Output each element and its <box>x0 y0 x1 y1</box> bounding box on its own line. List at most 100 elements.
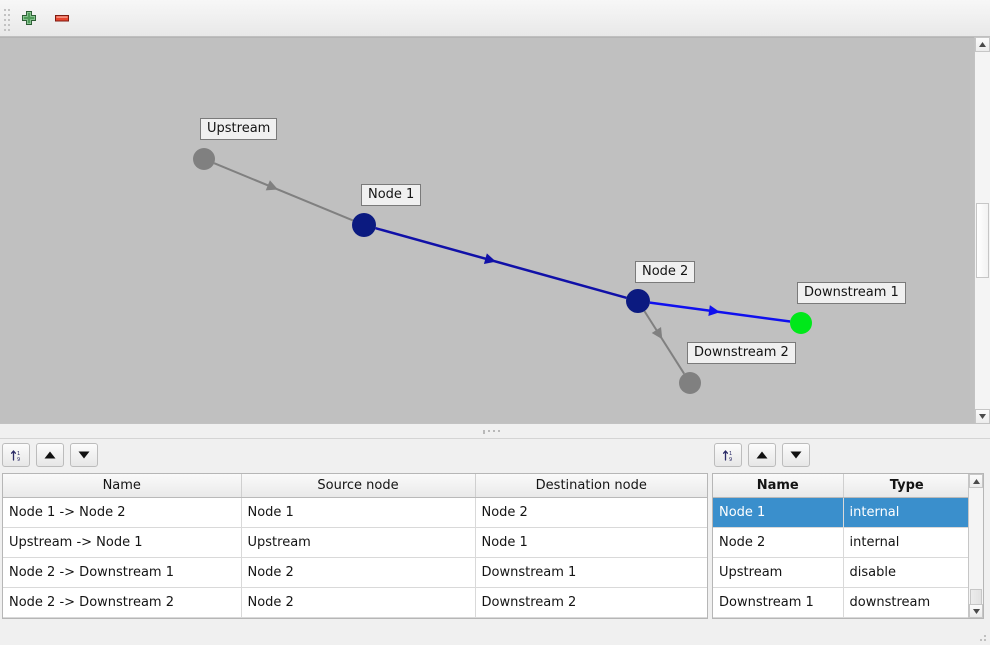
nodes-sort-toggle-button[interactable]: 1 9 <box>714 443 742 467</box>
svg-text:9: 9 <box>17 457 20 463</box>
edges-table-empty-cell <box>475 618 707 619</box>
edges-table-empty-row <box>3 617 707 619</box>
node-label-downstream2[interactable]: Downstream 2 <box>687 342 796 364</box>
nodes-move-down-button[interactable] <box>782 443 810 467</box>
edges-table-cell[interactable]: Node 2 -> Downstream 2 <box>3 587 242 618</box>
triangle-up-icon <box>44 451 56 459</box>
edges-table-cell[interactable]: Downstream 1 <box>475 557 707 588</box>
canvas-vertical-scroll-thumb[interactable] <box>976 203 989 278</box>
graph-svg <box>193 148 812 394</box>
canvas-vertical-scrollbar[interactable] <box>974 37 990 424</box>
edges-table-cell[interactable]: Upstream <box>241 527 476 558</box>
toolbar-drag-handle[interactable] <box>4 9 10 31</box>
main-toolbar <box>0 0 990 37</box>
remove-node-button[interactable] <box>48 6 76 34</box>
splitter-grip <box>483 430 507 434</box>
triangle-down-icon <box>790 451 802 459</box>
nodes-table-cell[interactable]: Node 2 <box>713 527 844 558</box>
edges-table-column-header-1[interactable]: Source node <box>241 474 476 498</box>
edges-table-empty-cell <box>241 617 476 618</box>
edges-table-cell[interactable]: Upstream -> Node 1 <box>3 527 242 558</box>
nodes-table-scrollbar[interactable] <box>968 474 983 618</box>
edge-arrowhead-node2-downstream1 <box>708 305 720 317</box>
nodes-table-empty-row <box>713 617 970 619</box>
graph-node-downstream1[interactable] <box>790 312 812 334</box>
nodes-table-cell[interactable]: internal <box>843 497 970 528</box>
nodes-table-cell[interactable]: Upstream <box>713 557 844 588</box>
window-resize-grip[interactable] <box>980 635 986 641</box>
edges-move-down-button[interactable] <box>70 443 98 467</box>
sort-arrows-icon: 1 9 <box>10 449 20 463</box>
graph-edge-node1-node2[interactable] <box>375 227 627 299</box>
nodes-table-cell[interactable]: Node 1 <box>713 497 844 528</box>
edges-table-empty-cell <box>3 617 242 618</box>
triangle-down-icon <box>78 451 90 459</box>
edge-arrowhead-node1-node2 <box>483 253 496 264</box>
scroll-down-button[interactable] <box>969 604 983 618</box>
edge-arrowhead-upstream-node1 <box>265 180 278 191</box>
nodes-table-empty-cell <box>843 618 970 619</box>
nodes-table-cell[interactable]: downstream <box>843 587 970 618</box>
graph-node-node2[interactable] <box>626 289 650 313</box>
graph-edge-upstream-node1[interactable] <box>213 162 354 222</box>
edges-toolbar: 1 9 <box>2 443 104 469</box>
nodes-table-cell[interactable]: disable <box>843 557 970 588</box>
nodes-table-column-header-1[interactable]: Type <box>843 474 970 498</box>
add-node-button[interactable] <box>15 6 43 34</box>
graph-edge-node2-downstream1[interactable] <box>649 301 791 323</box>
nodes-table-column-header-0[interactable]: Name <box>713 474 844 498</box>
nodes-table-empty-cell <box>713 617 844 618</box>
sort-arrows-icon: 1 9 <box>722 449 732 463</box>
edges-table-cell[interactable]: Node 1 <box>475 527 707 558</box>
scroll-down-button[interactable] <box>975 409 990 424</box>
edges-table-column-header-0[interactable]: Name <box>3 474 242 498</box>
nodes-table-cell[interactable]: internal <box>843 527 970 558</box>
node-label-node2[interactable]: Node 2 <box>635 261 696 283</box>
node-label-downstream1[interactable]: Downstream 1 <box>797 282 906 304</box>
graph-edge-node2-downstream2[interactable] <box>643 310 685 375</box>
node-label-node1[interactable]: Node 1 <box>361 184 422 206</box>
edges-table-cell[interactable]: Node 2 -> Downstream 1 <box>3 557 242 588</box>
edges-move-up-button[interactable] <box>36 443 64 467</box>
green-plus-icon <box>20 9 38 31</box>
edges-table-cell[interactable]: Node 2 <box>475 497 707 528</box>
svg-text:1: 1 <box>729 451 732 457</box>
edges-sort-toggle-button[interactable]: 1 9 <box>2 443 30 467</box>
svg-text:1: 1 <box>17 451 20 457</box>
edges-table-cell[interactable]: Node 2 <box>241 557 476 588</box>
panel-splitter[interactable] <box>0 424 990 438</box>
graph-node-node1[interactable] <box>352 213 376 237</box>
scroll-up-button[interactable] <box>975 37 990 52</box>
edges-table-cell[interactable]: Downstream 2 <box>475 587 707 618</box>
nodes-table-cell[interactable]: Downstream 1 <box>713 587 844 618</box>
nodes-move-up-button[interactable] <box>748 443 776 467</box>
graph-node-upstream[interactable] <box>193 148 215 170</box>
edges-table-cell[interactable]: Node 2 <box>241 587 476 618</box>
edges-table-cell[interactable]: Node 1 <box>241 497 476 528</box>
edges-table-cell[interactable]: Node 1 -> Node 2 <box>3 497 242 528</box>
edges-table-column-header-2[interactable]: Destination node <box>475 474 707 498</box>
svg-text:9: 9 <box>729 457 732 463</box>
scroll-up-button[interactable] <box>969 474 983 488</box>
graph-node-downstream2[interactable] <box>679 372 701 394</box>
node-label-upstream[interactable]: Upstream <box>200 118 278 140</box>
